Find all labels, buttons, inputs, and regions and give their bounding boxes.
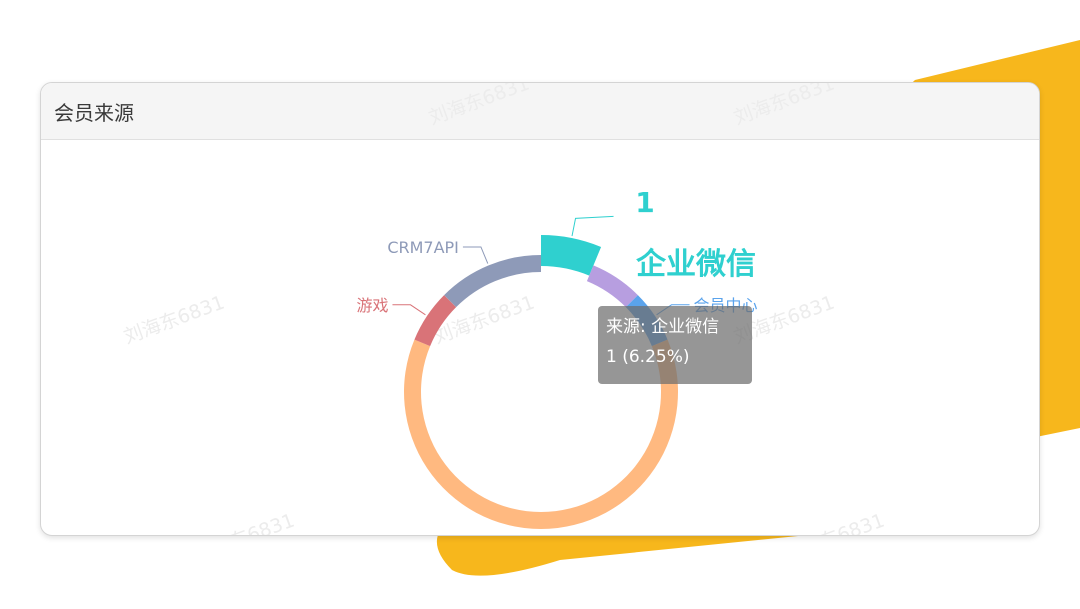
chart-tooltip: 来源: 企业微信 1 (6.25%)	[598, 306, 752, 384]
card-header: 会员来源	[41, 83, 1039, 140]
member-source-card: 会员来源 刘海东6831 刘海东6831 刘海东6831 刘海东6831 刘海东…	[40, 82, 1040, 536]
emphasis-label-line	[571, 215, 614, 237]
donut-slice-企业微信[interactable]	[541, 235, 602, 276]
card-title: 会员来源	[54, 100, 134, 125]
donut-slice-游戏[interactable]	[414, 295, 457, 347]
label-line-CRM7API	[462, 246, 489, 264]
slice-label-游戏: 游戏	[356, 296, 388, 315]
emphasis-name: 企业微信	[636, 247, 756, 282]
donut-slice-segment-1[interactable]	[586, 265, 638, 308]
label-line-游戏	[392, 304, 426, 316]
emphasis-value: 1	[635, 186, 654, 219]
slice-label-CRM7API: CRM7API	[387, 238, 459, 257]
tooltip-line1: 来源: 企业微信	[606, 317, 720, 337]
donut-slice-CRM7API[interactable]	[444, 255, 541, 308]
tooltip-line2: 1 (6.25%)	[606, 347, 690, 367]
